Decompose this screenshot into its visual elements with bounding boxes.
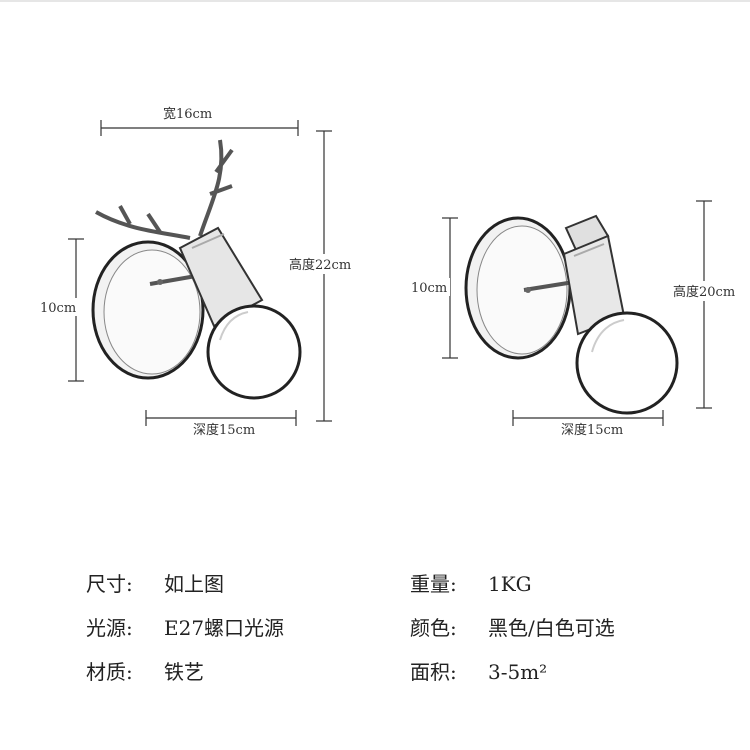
spec-light-source-key: 光源: xyxy=(86,616,133,640)
left-height-label: 高度22cm xyxy=(289,257,351,273)
left-plate-label: 10cm xyxy=(40,301,76,316)
spec-weight-key: 重量: xyxy=(410,572,457,596)
right-height-dimension: 高度20cm xyxy=(672,200,748,409)
spec-weight-value: 1KG xyxy=(488,572,532,596)
left-width-label: 宽16cm xyxy=(163,106,212,122)
spec-size: 尺寸: 如上图 xyxy=(86,568,224,597)
spec-material: 材质: 铁艺 xyxy=(86,656,204,685)
spec-weight: 重量: 1KG xyxy=(410,568,532,597)
spec-light-source: 光源: E27螺口光源 xyxy=(86,612,284,641)
top-divider xyxy=(0,0,750,2)
right-plate-label: 10cm xyxy=(411,281,447,296)
left-width-dimension: 宽16cm xyxy=(100,106,299,136)
spec-size-key: 尺寸: xyxy=(86,572,133,596)
spec-material-key: 材质: xyxy=(86,660,133,684)
left-depth-dimension: 深度15cm xyxy=(145,410,297,438)
right-height-label: 高度20cm xyxy=(673,284,735,300)
spec-area-key: 面积: xyxy=(410,660,457,684)
spec-color-key: 颜色: xyxy=(410,616,457,640)
spec-area-value: 3-5m² xyxy=(488,660,548,684)
spec-light-source-value: E27螺口光源 xyxy=(164,616,285,640)
spec-color-value: 黑色/白色可选 xyxy=(488,616,615,640)
right-plate-dimension: 10cm xyxy=(410,217,458,359)
left-plate-dimension: 10cm xyxy=(40,238,84,382)
left-height-dimension: 高度22cm xyxy=(288,130,362,422)
right-lamp-illustration xyxy=(464,214,679,415)
spec-material-value: 铁艺 xyxy=(164,660,204,684)
spec-area: 面积: 3-5m² xyxy=(410,656,547,685)
left-depth-label: 深度15cm xyxy=(193,422,255,438)
spec-size-value: 如上图 xyxy=(164,572,224,596)
left-lamp-illustration xyxy=(91,139,302,400)
spec-color: 颜色: 黑色/白色可选 xyxy=(410,612,615,641)
right-depth-dimension: 深度15cm xyxy=(512,410,664,438)
right-depth-label: 深度15cm xyxy=(561,422,623,438)
